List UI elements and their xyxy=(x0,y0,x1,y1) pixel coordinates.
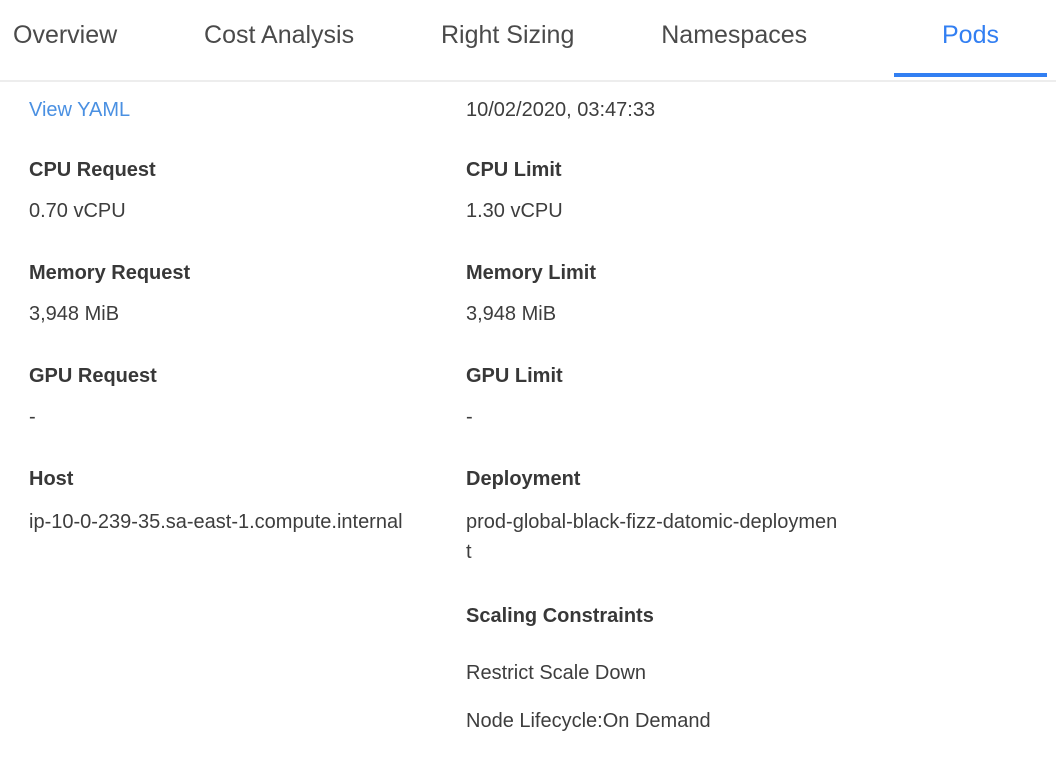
gpu-request-label: GPU Request xyxy=(29,365,157,387)
tab-cost-analysis[interactable]: Cost Analysis xyxy=(204,20,355,49)
field-memory-request: Memory Request 3,948 MiB xyxy=(29,260,403,327)
deployment-label: Deployment xyxy=(466,468,581,490)
details-left-column: View YAML CPU Request 0.70 vCPU Memory R… xyxy=(29,97,466,770)
field-gpu-limit: GPU Limit - xyxy=(466,363,840,430)
pod-details-panel: View YAML CPU Request 0.70 vCPU Memory R… xyxy=(0,82,1056,770)
field-host: Host ip-10-0-239-35.sa-east-1.compute.in… xyxy=(29,466,403,537)
memory-request-label: Memory Request xyxy=(29,262,191,284)
field-cpu-request: CPU Request 0.70 vCPU xyxy=(29,157,403,224)
scaling-constraints-label: Scaling Constraints xyxy=(466,605,654,627)
memory-limit-value: 3,948 MiB xyxy=(466,303,557,325)
tab-pods-label: Pods xyxy=(942,20,999,49)
gpu-limit-label: GPU Limit xyxy=(466,365,563,387)
memory-request-value: 3,948 MiB xyxy=(29,303,120,325)
cpu-request-label: CPU Request xyxy=(29,159,156,181)
field-gpu-request: GPU Request - xyxy=(29,363,403,430)
host-link[interactable]: ip-10-0-239-35.sa-east-1.compute.interna… xyxy=(29,511,403,533)
cpu-request-value: 0.70 vCPU xyxy=(29,200,126,222)
field-cpu-limit: CPU Limit 1.30 vCPU xyxy=(466,157,840,224)
field-scaling-constraints: Scaling Constraints Restrict Scale Down … xyxy=(466,603,840,734)
tab-namespaces[interactable]: Namespaces xyxy=(661,20,808,49)
view-yaml-link[interactable]: View YAML xyxy=(29,99,131,121)
cpu-limit-label: CPU Limit xyxy=(466,159,562,181)
field-memory-limit: Memory Limit 3,948 MiB xyxy=(466,260,840,327)
cpu-limit-value: 1.30 vCPU xyxy=(466,200,563,222)
gpu-limit-value: - xyxy=(466,406,473,428)
constraint-restrict-scale-down: Restrict Scale Down xyxy=(466,662,647,684)
active-tab-indicator xyxy=(894,73,1047,77)
host-label: Host xyxy=(29,468,74,490)
deployment-link[interactable]: prod-global-black-fizz-datomic-deploymen… xyxy=(466,511,838,563)
tab-pods[interactable]: Pods xyxy=(894,0,1047,80)
memory-limit-label: Memory Limit xyxy=(466,262,597,284)
field-deployment: Deployment prod-global-black-fizz-datomi… xyxy=(466,466,840,567)
tab-overview[interactable]: Overview xyxy=(13,20,118,49)
tab-bar: Overview Cost Analysis Right Sizing Name… xyxy=(0,0,1056,82)
gpu-request-value: - xyxy=(29,406,36,428)
timestamp: 10/02/2020, 03:47:33 xyxy=(466,99,656,121)
constraint-node-lifecycle: Node Lifecycle:On Demand xyxy=(466,710,711,732)
tab-right-sizing[interactable]: Right Sizing xyxy=(440,20,575,49)
details-right-column: 10/02/2020, 03:47:33 CPU Limit 1.30 vCPU… xyxy=(466,97,1036,770)
